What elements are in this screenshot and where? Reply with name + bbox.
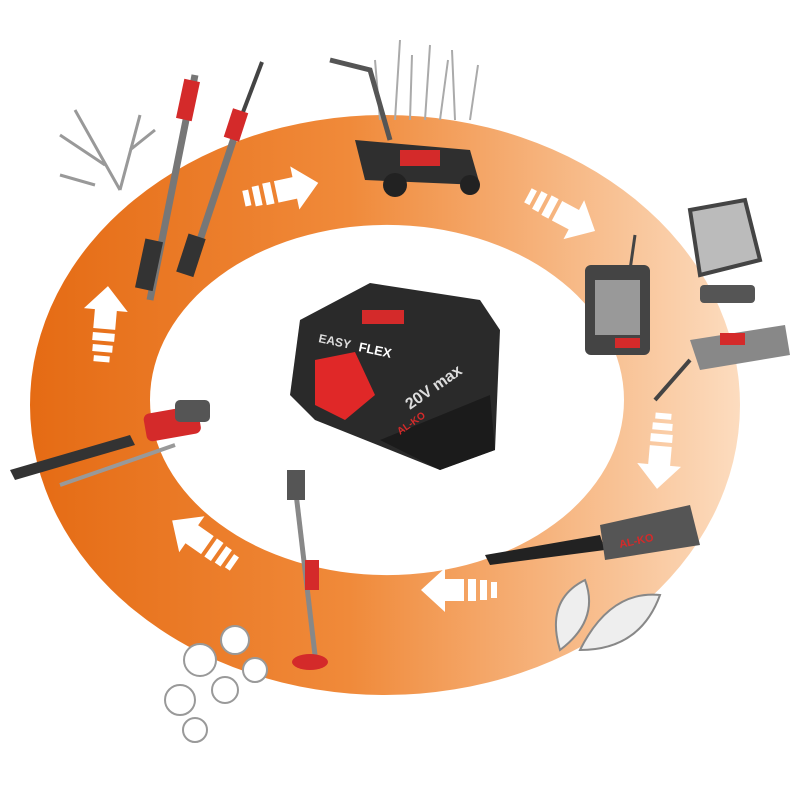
pole-hedge-trimmer-icon (176, 61, 264, 278)
battery-series-prefix: EASY (317, 331, 352, 351)
branches-sketch (59, 109, 156, 191)
battery-series-suffix: FLEX (357, 339, 393, 361)
grass-trimmer-icon (287, 470, 328, 670)
lawn-mower-icon (329, 57, 480, 197)
battery-release-button (315, 352, 375, 420)
battery-release-latch (362, 310, 404, 324)
flowers-sketch (164, 625, 268, 743)
radio-icon (585, 234, 650, 355)
leaf-blower-icon: AL-KO (485, 505, 700, 565)
hedge-trimmer-icon (10, 400, 210, 487)
work-light-icon (687, 197, 763, 303)
battery-pack: EASY FLEX 20V max AL-KO (290, 283, 500, 470)
pole-pruner-icon (135, 74, 200, 301)
leaves-sketch (554, 578, 662, 652)
reciprocating-saw-icon (653, 325, 790, 402)
grass-sketch (374, 39, 479, 121)
